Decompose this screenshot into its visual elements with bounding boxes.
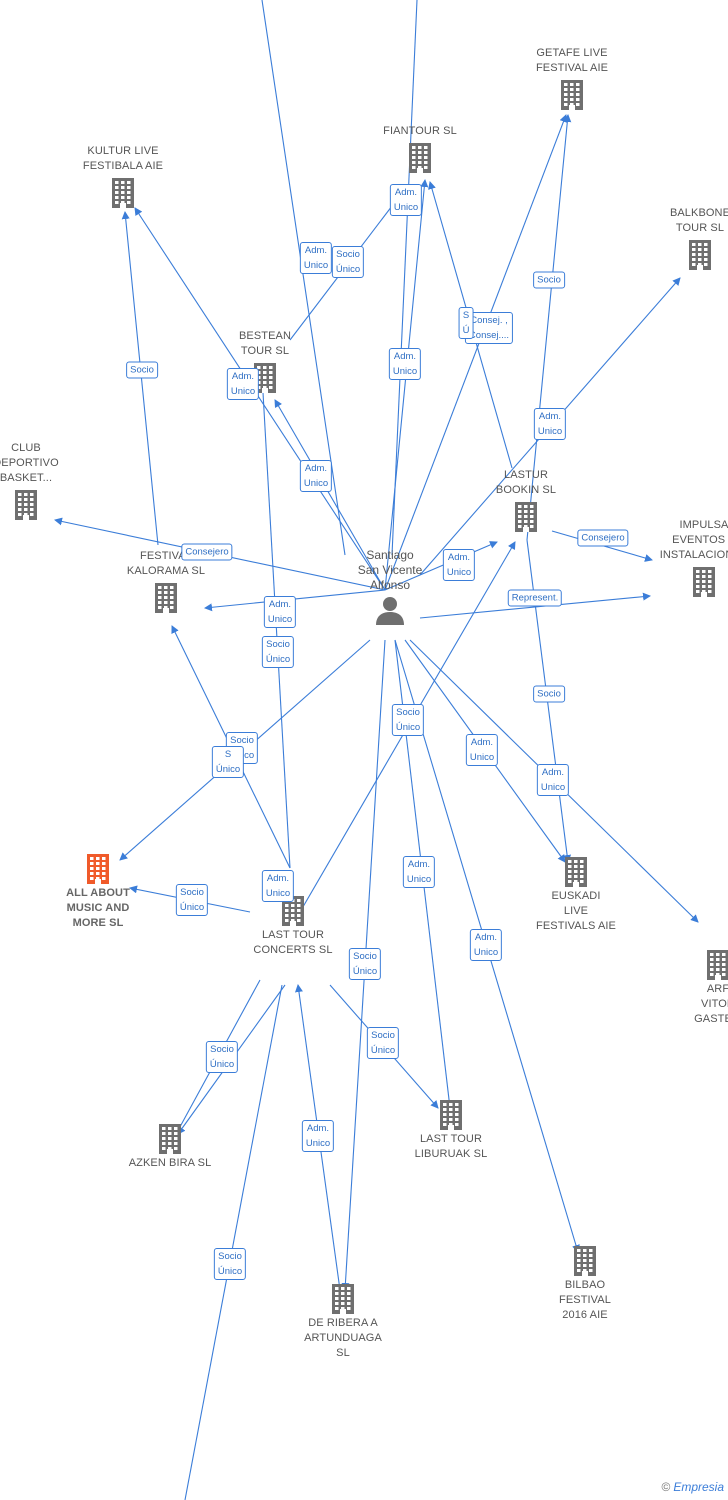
relationship-edge (384, 179, 429, 591)
edge-label[interactable]: Socio Único (213, 1248, 247, 1280)
person-node[interactable]: Santiago San Vicente Alfonso (335, 548, 445, 632)
relationship-edge (274, 399, 386, 591)
relationship-edge (121, 211, 159, 546)
company-label: AZKEN BIRA SL (128, 1157, 212, 1169)
company-label: BESTEAN TOUR SL (238, 330, 292, 357)
brand-watermark: ©Empresia (661, 1480, 724, 1494)
building-icon (507, 78, 637, 110)
edge-label[interactable]: Socio Único (175, 884, 209, 916)
company-node-lastur[interactable]: LASTUR BOOKIN SL (461, 468, 591, 534)
company-label: CLUB DEPORTIVO BASKET... (0, 442, 59, 484)
building-icon (511, 855, 641, 887)
edge-label[interactable]: S Ú (458, 307, 474, 339)
edge-label[interactable]: Adm. Unico (299, 460, 333, 492)
building-icon (461, 500, 591, 532)
company-node-bilbao[interactable]: BILBAO FESTIVAL 2016 AIE (520, 1242, 650, 1323)
company-node-deribera[interactable]: DE RIBERA A ARTUNDUAGA SL (278, 1280, 408, 1361)
edge-label[interactable]: Represent. (507, 589, 563, 607)
edge-label[interactable]: Adm. Unico (299, 242, 333, 274)
edge-label[interactable]: Adm. Unico (388, 348, 422, 380)
edge-label[interactable]: Adm. Unico (533, 408, 567, 440)
company-node-liburuak[interactable]: LAST TOUR LIBURUAK SL (386, 1096, 516, 1162)
edge-label[interactable]: Consejero (181, 543, 233, 561)
person-icon (376, 597, 404, 625)
building-icon (0, 488, 91, 520)
building-icon (653, 948, 728, 980)
company-label: BILBAO FESTIVAL 2016 AIE (559, 1279, 611, 1321)
edge-label[interactable]: Socio Único (348, 948, 382, 980)
building-icon (355, 141, 485, 173)
company-node-allabout[interactable]: ALL ABOUT MUSIC AND MORE SL (33, 850, 163, 931)
edge-label[interactable]: Adm. Unico (389, 184, 423, 216)
company-node-impulsa[interactable]: IMPULSA EVENTOS E INSTALACIONES (639, 518, 728, 599)
company-label: FESTIVAL KALORAMA SL (126, 550, 206, 577)
relationship-edge (184, 984, 283, 1500)
relationship-edge (134, 207, 386, 591)
brand-name: Empresia (673, 1480, 724, 1494)
edge-label[interactable]: Adm. Unico (442, 549, 476, 581)
company-label: ALL ABOUT MUSIC AND MORE SL (66, 887, 130, 929)
edge-label[interactable]: Adm. Unico (469, 929, 503, 961)
company-node-balkbone[interactable]: BALKBONE TOUR SL (635, 206, 728, 272)
copyright-symbol: © (661, 1480, 671, 1494)
building-icon (386, 1098, 516, 1130)
relationship-edge (384, 114, 568, 591)
relationship-edge (384, 541, 498, 591)
person-name: Santiago San Vicente Alfonso (357, 548, 423, 592)
edge-label[interactable]: S Único (211, 746, 245, 778)
relationship-edge (526, 114, 572, 541)
company-label: GETAFE LIVE FESTIVAL AIE (535, 47, 609, 74)
edge-label[interactable]: Adm. Unico (536, 764, 570, 796)
edge-label[interactable]: Socio Único (205, 1041, 239, 1073)
edge-label[interactable]: Adm. Unico (465, 734, 499, 766)
company-node-kultur[interactable]: KULTUR LIVE FESTIBALA AIE (58, 144, 188, 210)
company-label: ARF VITOR GASTEIZ (694, 983, 728, 1025)
edge-label[interactable]: Socio (126, 361, 158, 379)
relationship-edge (391, 0, 418, 556)
building-icon (520, 1244, 650, 1276)
company-label: KULTUR LIVE FESTIBALA AIE (82, 145, 164, 172)
company-node-arf[interactable]: ARF VITOR GASTEIZ (653, 946, 728, 1027)
company-node-kalorama[interactable]: FESTIVAL KALORAMA SL (101, 549, 231, 615)
company-node-getafe[interactable]: GETAFE LIVE FESTIVAL AIE (507, 46, 637, 112)
edge-label[interactable]: Socio Único (391, 704, 425, 736)
edge-label[interactable]: Socio (533, 685, 565, 703)
company-label: DE RIBERA A ARTUNDUAGA SL (304, 1317, 382, 1359)
building-icon (639, 565, 728, 597)
building-icon (278, 1282, 408, 1314)
company-node-bestean[interactable]: BESTEAN TOUR SL (200, 329, 330, 395)
company-node-euskadi[interactable]: EUSKADI LIVE FESTIVALS AIE (511, 853, 641, 934)
company-label: LAST TOUR LIBURUAK SL (414, 1133, 488, 1160)
company-label: IMPULSA EVENTOS E INSTALACIONES (659, 519, 728, 561)
building-icon (33, 852, 163, 884)
building-icon (200, 361, 330, 393)
edge-label[interactable]: Adm. Unico (226, 368, 260, 400)
edge-label[interactable]: Adm. Unico (402, 856, 436, 888)
edge-label[interactable]: Adm. Unico (261, 870, 295, 902)
company-label: LAST TOUR CONCERTS SL (253, 929, 333, 956)
building-icon (101, 581, 231, 613)
company-node-lasttour[interactable]: LAST TOUR CONCERTS SL (228, 892, 358, 958)
edge-label[interactable]: Socio Único (366, 1027, 400, 1059)
edge-label[interactable]: Adm. Unico (263, 596, 297, 628)
building-icon (635, 238, 728, 270)
building-icon (105, 1122, 235, 1154)
edge-label[interactable]: Adm. Unico (301, 1120, 335, 1152)
edge-label[interactable]: Socio Único (331, 246, 365, 278)
company-label: FIANTOUR SL (383, 125, 457, 137)
edge-label[interactable]: Socio Único (261, 636, 295, 668)
company-label: BALKBONE TOUR SL (669, 207, 728, 234)
company-label: EUSKADI LIVE FESTIVALS AIE (536, 890, 616, 932)
building-icon (58, 176, 188, 208)
edge-label[interactable]: Consejero (577, 529, 629, 547)
company-label: LASTUR BOOKIN SL (495, 469, 557, 496)
edge-label[interactable]: Socio (533, 271, 565, 289)
company-node-fiantour[interactable]: FIANTOUR SL (355, 124, 485, 175)
company-node-club[interactable]: CLUB DEPORTIVO BASKET... (0, 441, 91, 522)
company-node-azken[interactable]: AZKEN BIRA SL (105, 1120, 235, 1171)
